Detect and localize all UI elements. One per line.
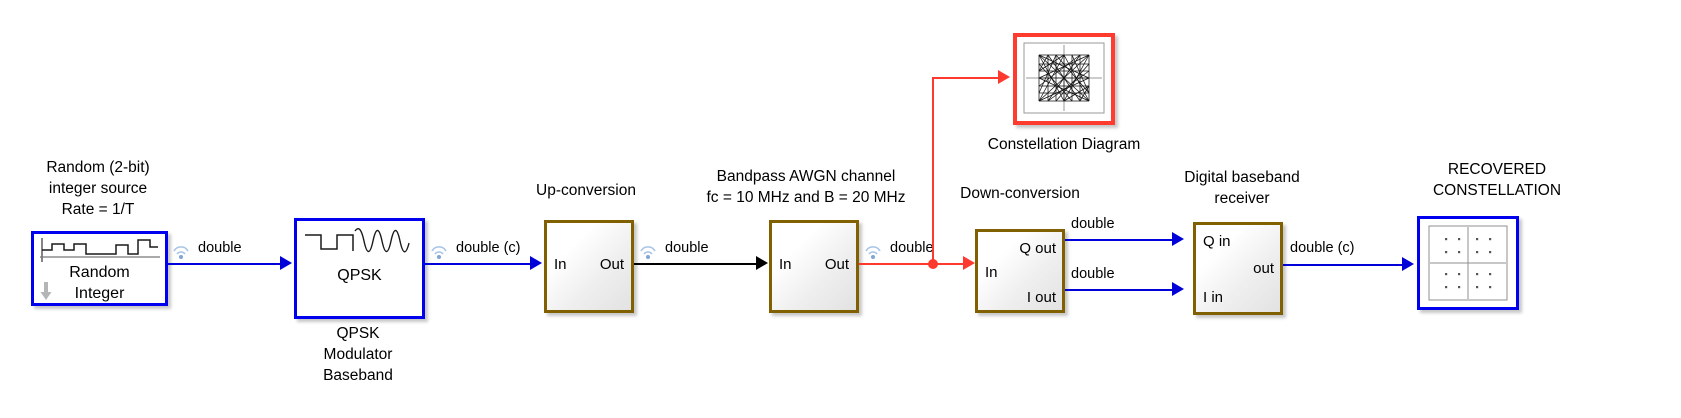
annotation-qpsk-modulator: QPSK Modulator Baseband — [323, 325, 393, 384]
annotation-up-conversion: Up-conversion — [536, 182, 636, 199]
wire-junction-node — [928, 259, 938, 269]
block-label-qpsk: QPSK — [337, 267, 382, 284]
annotation-baseband-receiver: Digital baseband receiver — [1184, 169, 1300, 207]
sample-time-arrow-icon — [40, 282, 52, 300]
arrow-into-awgn — [756, 256, 768, 270]
signal-radiate-icon-3 — [640, 246, 656, 259]
constellation-grid-icon — [1428, 225, 1508, 301]
block-awgn-channel[interactable]: In Out — [769, 220, 859, 313]
port-label-down-q-out: Q out — [1019, 240, 1056, 257]
arrow-into-receiver-i — [1172, 282, 1184, 296]
wire-awgn-to-downconversion — [859, 263, 967, 265]
arrow-into-downconversion — [963, 256, 975, 270]
block-label-random-line1: Random — [69, 264, 130, 281]
wire-branch-to-constellation-vertical — [932, 77, 934, 264]
signal-radiate-icon-1 — [173, 246, 189, 259]
annotation-recovered-constellation: RECOVERED CONSTELLATION — [1432, 161, 1562, 199]
wire-receiver-to-recovered-scope — [1283, 264, 1403, 266]
annotation-random-source: Random (2-bit) integer source Rate = 1/T — [46, 159, 150, 218]
annotation-constellation-diagram: Constellation Diagram — [987, 136, 1141, 153]
wire-random-to-qpsk — [168, 263, 280, 265]
wire-upconversion-to-awgn — [634, 263, 756, 265]
annotation-down-conversion: Down-conversion — [960, 185, 1080, 202]
arrow-into-recovered-scope — [1402, 257, 1414, 271]
block-constellation-scope[interactable] — [1013, 33, 1115, 125]
signal-label-s8: double (c) — [1290, 240, 1355, 256]
block-recovered-scope[interactable] — [1417, 216, 1519, 310]
port-label-down-i-out: I out — [1026, 289, 1056, 306]
arrow-into-upconversion — [530, 256, 542, 270]
signal-radiate-icon-4 — [865, 246, 881, 259]
signal-radiate-icon-2 — [431, 246, 447, 259]
constellation-scatter-icon — [1023, 42, 1105, 114]
signal-label-s7-i: double — [1071, 266, 1115, 282]
block-label-random-line2: Integer — [74, 285, 125, 302]
port-label-receiver-out: out — [1253, 260, 1274, 277]
signal-label-s2: double (c) — [456, 240, 521, 256]
signal-label-s4: double — [890, 240, 934, 256]
random-staircase-icon — [40, 238, 160, 262]
arrow-into-receiver-q — [1172, 232, 1184, 246]
port-label-awgn-in: In — [779, 256, 792, 273]
port-label-up-out: Out — [599, 256, 624, 273]
block-down-conversion[interactable]: In Q out I out — [975, 229, 1065, 313]
port-label-receiver-i-in: I in — [1203, 289, 1224, 306]
signal-label-s6-q: double — [1071, 216, 1115, 232]
signal-label-s3: double — [665, 240, 709, 256]
port-label-awgn-out: Out — [824, 256, 849, 273]
square-to-sine-icon — [305, 228, 410, 253]
port-label-down-in: In — [985, 264, 998, 281]
arrow-into-constellation-scope — [998, 70, 1010, 84]
wire-qpsk-to-upconversion — [425, 263, 530, 265]
port-label-up-in: In — [554, 256, 567, 273]
block-random-integer[interactable]: Random Integer — [31, 231, 168, 306]
annotation-awgn-channel: Bandpass AWGN channel fc = 10 MHz and B … — [706, 168, 906, 206]
signal-label-s1: double — [198, 240, 242, 256]
wire-branch-to-constellation-horizontal — [932, 77, 1000, 79]
block-up-conversion[interactable]: In Out — [544, 220, 634, 313]
wire-q-out-to-receiver — [1065, 239, 1173, 241]
wire-i-out-to-receiver — [1065, 289, 1173, 291]
block-qpsk-modulator[interactable]: QPSK — [294, 218, 425, 319]
block-baseband-receiver[interactable]: Q in I in out — [1193, 222, 1283, 315]
arrow-into-qpsk — [280, 256, 292, 270]
port-label-receiver-q-in: Q in — [1203, 233, 1231, 250]
